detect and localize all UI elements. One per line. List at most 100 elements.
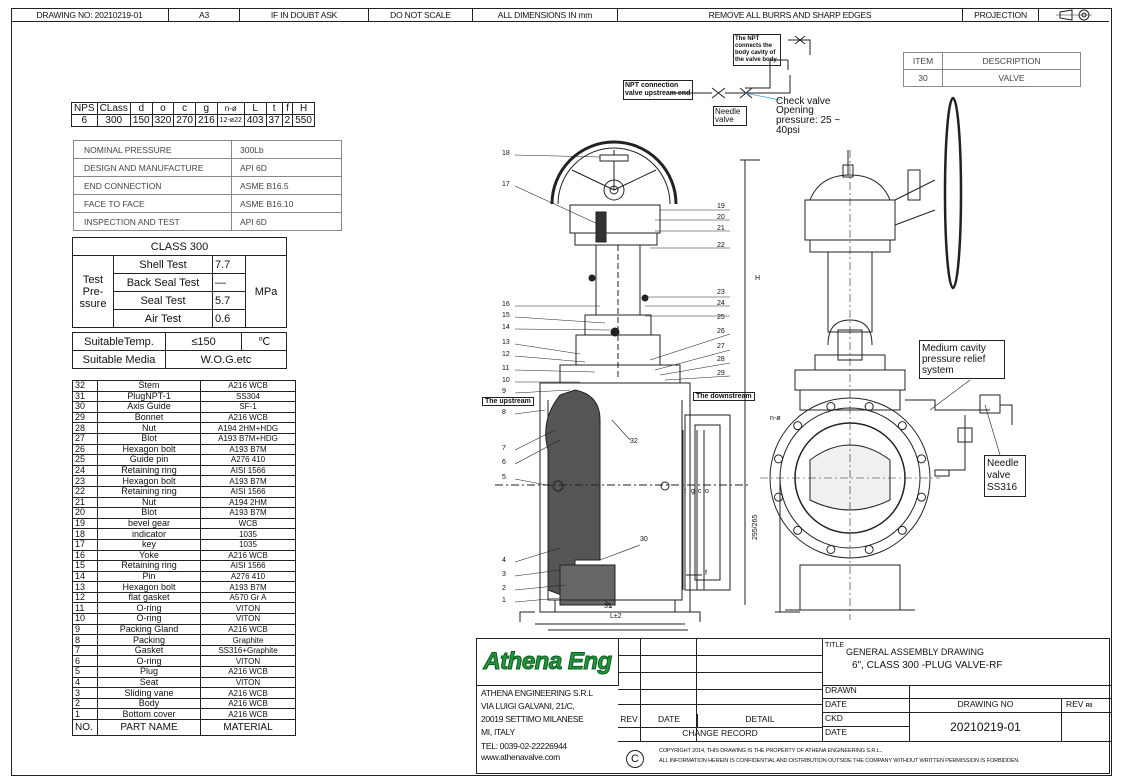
drawn-label: DRAWN xyxy=(822,685,910,699)
if-in-doubt-cell: IF IN DOUBT ASK xyxy=(240,8,369,22)
part-material: A216 WCB xyxy=(200,411,296,424)
dim-value-8: 37 xyxy=(265,114,283,127)
callout-number-9: 9 xyxy=(502,388,506,395)
callout-number-28: 28 xyxy=(717,356,725,363)
drawing-number-cell: DRAWING NO: 20210219-01 xyxy=(11,8,169,22)
approval-area: DRAWN DATE CKD DATE DRAWING NO REV R0 20… xyxy=(822,685,1111,741)
callout-number-1: 1 xyxy=(502,597,506,604)
callout-number-18: 18 xyxy=(502,150,510,157)
header-part-name: PART NAME xyxy=(97,719,201,736)
callout-number-23: 23 xyxy=(717,289,725,296)
rev-label: REV R0 xyxy=(1062,699,1111,713)
address-line-1: VIA LUIGI GALVANI, 21/C, xyxy=(481,701,575,711)
callout-number-24: 24 xyxy=(717,300,725,307)
part-30-label: 30 xyxy=(640,536,648,543)
check-valve-label: Check valve xyxy=(776,96,831,107)
callout-number-25: 25 xyxy=(717,314,725,321)
do-not-scale-cell: DO NOT SCALE xyxy=(369,8,473,22)
bolt-hole xyxy=(826,402,836,412)
part-material: A193 B7M xyxy=(200,475,296,487)
bolt-hole xyxy=(916,454,926,464)
rev-column: REV xyxy=(618,714,641,727)
shell-test-label: Shell Test xyxy=(113,255,213,274)
suitable-media-value: W.O.G.etc xyxy=(165,350,287,369)
date-label-2: DATE xyxy=(822,727,910,741)
address-line-2: 20019 SETTIMO MILANESE xyxy=(481,714,584,724)
dim-value-0: 6 xyxy=(71,114,98,127)
dim-value-10: 550 xyxy=(292,114,315,127)
copyright-line-2: ALL INFORMATION HEREIN IS CONFIDENTIAL A… xyxy=(659,758,1020,764)
bolt-hole xyxy=(793,525,803,535)
handwheel-rim xyxy=(550,140,678,205)
dim-f-label: f xyxy=(705,570,707,577)
projection-symbol xyxy=(1039,8,1109,22)
copyright-icon: C xyxy=(626,750,644,768)
dim-value-1: 300 xyxy=(96,114,131,127)
website: www.athenavalve.com xyxy=(481,752,560,762)
title-line-1: GENERAL ASSEMBLY DRAWING xyxy=(846,647,985,657)
bolt-hole xyxy=(916,492,926,502)
part-material: SS304 xyxy=(200,390,296,403)
dim-value-3: 320 xyxy=(151,114,175,127)
part-31-label: 31 xyxy=(604,603,612,610)
rev-label-text: REV xyxy=(1066,699,1084,709)
callout-number-10: 10 xyxy=(502,377,510,384)
logo-box: Athena Eng xyxy=(477,639,619,686)
bolt-hole xyxy=(897,421,907,431)
callout-number-21: 21 xyxy=(717,225,725,232)
bonnet-flange xyxy=(559,364,681,384)
copyright-row: C COPYRIGHT 2014, THIS DRAWING IS THE PR… xyxy=(618,741,1111,775)
date-label-1: DATE xyxy=(822,699,910,713)
callout-number-14: 14 xyxy=(502,324,510,331)
part-32-label: 32 xyxy=(630,438,638,445)
rev-value: R0 xyxy=(1085,703,1093,709)
gearbox xyxy=(569,204,661,234)
bolt-hole xyxy=(864,544,874,554)
title-label: TITLE xyxy=(825,642,845,649)
date-column: DATE xyxy=(641,714,698,727)
dim-value-4: 270 xyxy=(173,114,196,127)
callout-number-6: 6 xyxy=(502,459,506,466)
part-material: A216 WCB xyxy=(200,380,296,392)
part-material: SF-1 xyxy=(200,401,296,413)
part-material: A194 2HM+HDG xyxy=(200,422,296,434)
callout-number-17: 17 xyxy=(502,181,510,188)
callout-number-7: 7 xyxy=(502,445,506,452)
dim-g-label: g xyxy=(691,488,695,495)
suitable-media-label: Suitable Media xyxy=(72,350,166,369)
copyright-line-1: COPYRIGHT 2014, THIS DRAWING IS THE PROP… xyxy=(659,748,883,754)
callout-number-20: 20 xyxy=(717,214,725,221)
telephone: TEL: 0039-02-22226944 xyxy=(481,741,567,751)
callout-number-29: 29 xyxy=(717,370,725,377)
callout-number-12: 12 xyxy=(502,351,510,358)
drawing-frame xyxy=(11,8,1112,776)
dim-l-label: L±2 xyxy=(610,613,622,620)
dimensions-cell: ALL DIMENSIONS IN mm xyxy=(473,8,618,22)
plug-section xyxy=(545,389,601,601)
detail-column: DETAIL xyxy=(745,714,775,724)
callout-number-15: 15 xyxy=(502,312,510,319)
callout-number-8: 8 xyxy=(502,409,506,416)
drawing-number: 20210219-01 xyxy=(910,713,1062,741)
part-material: AISI 1566 xyxy=(200,464,296,477)
npt-body-callout: The NPT connects the body cavity of the … xyxy=(733,34,781,66)
shell-test-value: 7.7 xyxy=(212,255,246,274)
change-record-label: CHANGE RECORD xyxy=(682,728,758,738)
n-phi-label: n-ø xyxy=(770,415,781,422)
needle-ss316-callout: Needle valve SS316 xyxy=(984,455,1026,497)
sheet-size-cell: A3 xyxy=(169,8,240,22)
header-material: MATERIAL xyxy=(200,719,296,736)
